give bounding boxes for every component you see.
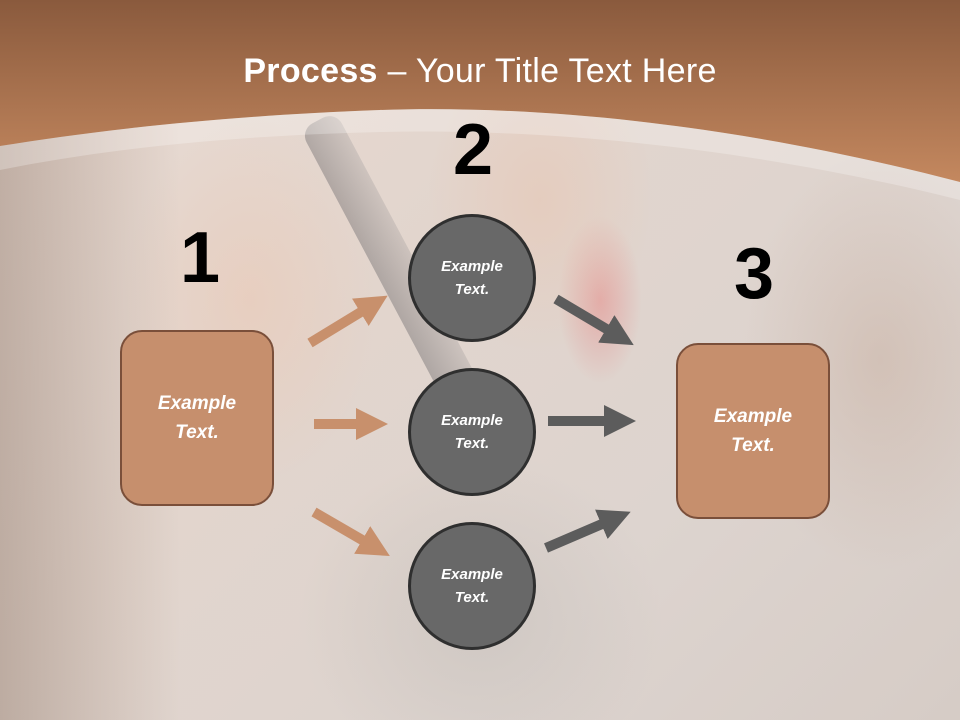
step-2-circle-bottom: Example Text. bbox=[408, 522, 536, 650]
step-number-2: 2 bbox=[452, 110, 494, 190]
arrow-from-circle-bottom bbox=[544, 509, 631, 553]
title-bold: Process bbox=[243, 52, 378, 90]
step-number-3: 3 bbox=[733, 234, 775, 314]
step-3-text: Example Text. bbox=[713, 406, 793, 456]
circle-bottom-text: Example Text. bbox=[441, 566, 503, 606]
slide-title: Process – Your Title Text Here bbox=[0, 52, 960, 91]
header-band bbox=[0, 0, 960, 200]
step-number-1: 1 bbox=[179, 218, 221, 298]
step-2-circle-top: Example Text. bbox=[408, 214, 536, 342]
circle-middle-text: Example Text. bbox=[441, 412, 503, 452]
arrow-to-circle-top bbox=[307, 295, 388, 348]
step-2-circle-middle: Example Text. bbox=[408, 368, 536, 496]
step-1-box: Example Text. bbox=[120, 330, 274, 506]
arrow-to-circle-bottom bbox=[311, 507, 390, 557]
step-1-text: Example Text. bbox=[157, 393, 237, 443]
step-3-box: Example Text. bbox=[676, 343, 830, 519]
title-rest: – Your Title Text Here bbox=[377, 52, 717, 90]
arrow-from-circle-top bbox=[553, 294, 634, 346]
circle-top-text: Example Text. bbox=[441, 258, 503, 298]
